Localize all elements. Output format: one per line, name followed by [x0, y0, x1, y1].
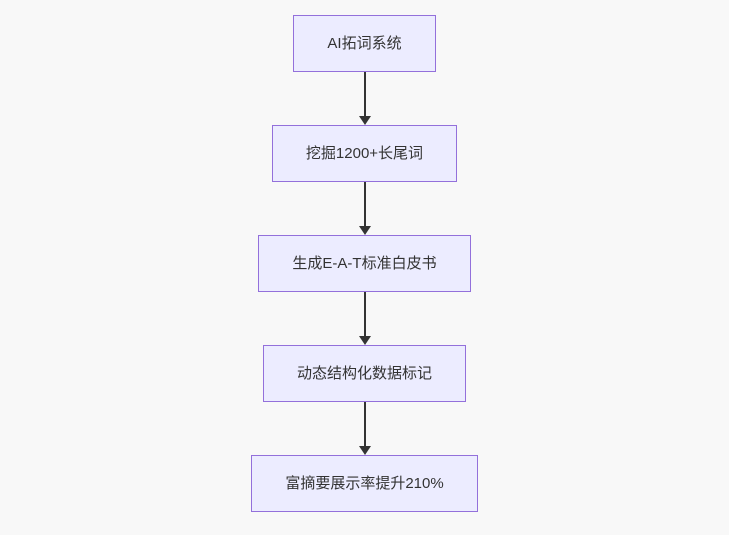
- node-ai-word-expansion-system: AI拓词系统: [293, 15, 436, 72]
- flow-arrow-2: [358, 182, 371, 235]
- flow-arrow-4: [358, 402, 371, 455]
- node-label: AI拓词系统: [327, 35, 402, 52]
- arrow-line: [363, 402, 366, 446]
- node-dynamic-structured-data-markup: 动态结构化数据标记: [262, 345, 466, 402]
- arrow-line: [363, 182, 366, 226]
- arrow-line: [363, 72, 366, 116]
- flow-arrow-3: [358, 292, 371, 345]
- node-label: 挖掘1200+长尾词: [305, 145, 424, 162]
- node-label: 动态结构化数据标记: [296, 365, 432, 382]
- node-mine-longtail-keywords: 挖掘1200+长尾词: [271, 125, 458, 182]
- flow-arrow-1: [358, 72, 371, 125]
- arrowhead-down-icon: [358, 446, 371, 455]
- arrowhead-down-icon: [358, 116, 371, 125]
- arrow-line: [363, 292, 366, 336]
- node-rich-snippet-rate-increase: 富摘要展示率提升210%: [251, 455, 478, 512]
- node-generate-eat-whitepaper: 生成E-A-T标准白皮书: [258, 235, 471, 292]
- arrowhead-down-icon: [358, 226, 371, 235]
- node-label: 富摘要展示率提升210%: [285, 475, 444, 492]
- node-label: 生成E-A-T标准白皮书: [292, 255, 437, 272]
- arrowhead-down-icon: [358, 336, 371, 345]
